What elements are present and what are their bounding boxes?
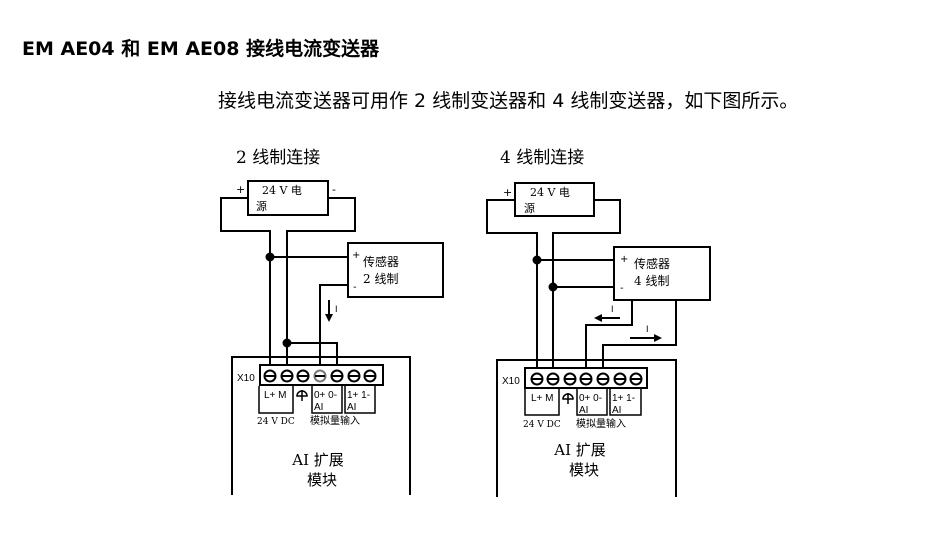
terminal-label: X10 [502, 376, 520, 387]
current-label: I [646, 324, 649, 334]
terminal-label: AI [579, 405, 588, 416]
wire [486, 199, 538, 375]
module-label: AI 扩展 [553, 441, 606, 459]
plus-label: + [352, 250, 360, 261]
power-terminal-box [258, 386, 294, 414]
sensor-label: 4 线制 [634, 274, 669, 288]
ground-icon [296, 390, 308, 401]
ai0-terminal-box [576, 389, 608, 416]
junction-dot [282, 338, 292, 348]
terminal-label: L+ M [531, 393, 554, 404]
wire [220, 197, 271, 372]
dc-label: 24 V DC [523, 420, 561, 430]
dc-label: 24 V DC [257, 417, 295, 427]
ground-icon [562, 393, 574, 404]
terminal-label: 1+ 1- [347, 390, 370, 401]
wire [552, 199, 621, 375]
plus-label: + [620, 254, 628, 265]
current-label: I [335, 304, 338, 314]
junction-dot [532, 255, 542, 265]
psu-label: 源 [256, 199, 267, 213]
wire [287, 342, 338, 372]
terminal-label: 1+ 1- [612, 393, 635, 404]
psu-label: 24 V 电 [530, 186, 570, 199]
plus-label: + [236, 183, 245, 196]
minus-label: - [332, 183, 336, 196]
diagram-title: 2 线制连接 [236, 148, 320, 168]
sensor-box [347, 242, 444, 298]
current-label: I [611, 304, 614, 314]
minus-label: - [620, 283, 624, 294]
terminals [263, 369, 377, 383]
diagram-4-wire: 4 线制连接 24 V 电 源 + + - 传感器 4 线制 I I [486, 148, 711, 497]
module-outline [231, 356, 411, 495]
ai1-terminal-box [344, 386, 376, 414]
psu-label: 源 [524, 201, 535, 215]
analog-input-label: 模拟量输入 [310, 414, 360, 427]
power-terminal-box [524, 389, 560, 416]
sensor-box [613, 246, 711, 301]
terminal-label: X10 [237, 373, 255, 384]
ai0-terminal-box [311, 386, 343, 414]
module-outline [496, 359, 677, 497]
junction-dot [548, 282, 558, 292]
wire [286, 197, 356, 372]
minus-label: - [353, 282, 357, 293]
sensor-label: 传感器 [634, 256, 670, 271]
module-label: AI 扩展 [291, 451, 344, 469]
plus-label: + [503, 186, 512, 199]
terminal-label: 0+ 0- [579, 393, 602, 404]
terminal-label: AI [314, 402, 323, 413]
module-label: 模块 [569, 461, 599, 479]
intro-paragraph: 接线电流变送器可用作 2 线制变送器和 4 线制变送器，如下图所示。 [218, 90, 799, 112]
terminal-label: AI [347, 402, 356, 413]
wire [319, 284, 348, 372]
terminal-label: L+ M [264, 390, 287, 401]
diagram-2-wire: 2 线制连接 24 V 电 源 + - + - 传感器 2 线制 I [220, 148, 444, 495]
terminal-label: 0+ 0- [314, 390, 337, 401]
junction-dot [265, 252, 275, 262]
sensor-label: 2 线制 [363, 272, 398, 286]
ai1-terminal-box [609, 389, 642, 416]
section-heading: EM AE04 和 EM AE08 接线电流变送器 [22, 38, 380, 60]
psu-label: 24 V 电 [262, 184, 302, 197]
terminal-label: AI [612, 405, 621, 416]
module-label: 模块 [307, 471, 337, 489]
analog-input-label: 模拟量输入 [576, 417, 626, 430]
sensor-label: 传感器 [363, 254, 399, 269]
terminals [530, 372, 643, 386]
wire [585, 300, 633, 375]
diagram-title: 4 线制连接 [500, 148, 584, 168]
